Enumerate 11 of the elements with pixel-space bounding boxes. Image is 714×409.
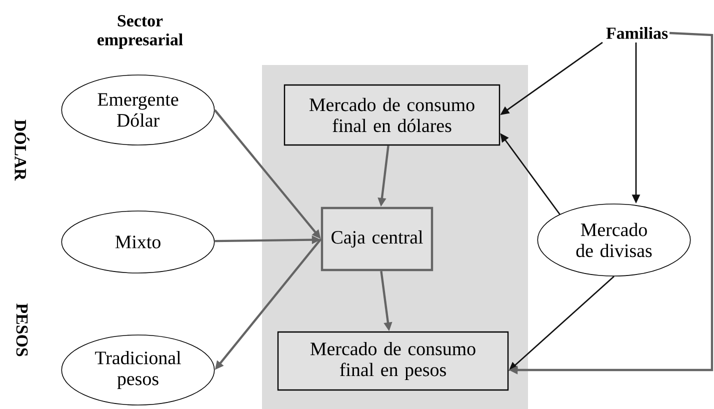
process-box: Caja central	[320, 206, 434, 272]
ellipse-node: Mercado de divisas	[537, 204, 691, 276]
ellipse-node: Tradicional pesos	[61, 334, 215, 406]
process-box: Mercado de consumo final en dólares	[284, 84, 500, 146]
side-label: PESOS	[16, 303, 28, 356]
node-label: Familias	[606, 27, 668, 39]
side-label: DÓLAR	[14, 120, 30, 181]
ellipse-node: Mixto	[61, 210, 215, 274]
process-box: Mercado de consumo final en pesos	[277, 331, 509, 391]
heading: Sector empresarial	[97, 15, 183, 49]
ellipse-node: Emergente Dólar	[61, 74, 215, 146]
